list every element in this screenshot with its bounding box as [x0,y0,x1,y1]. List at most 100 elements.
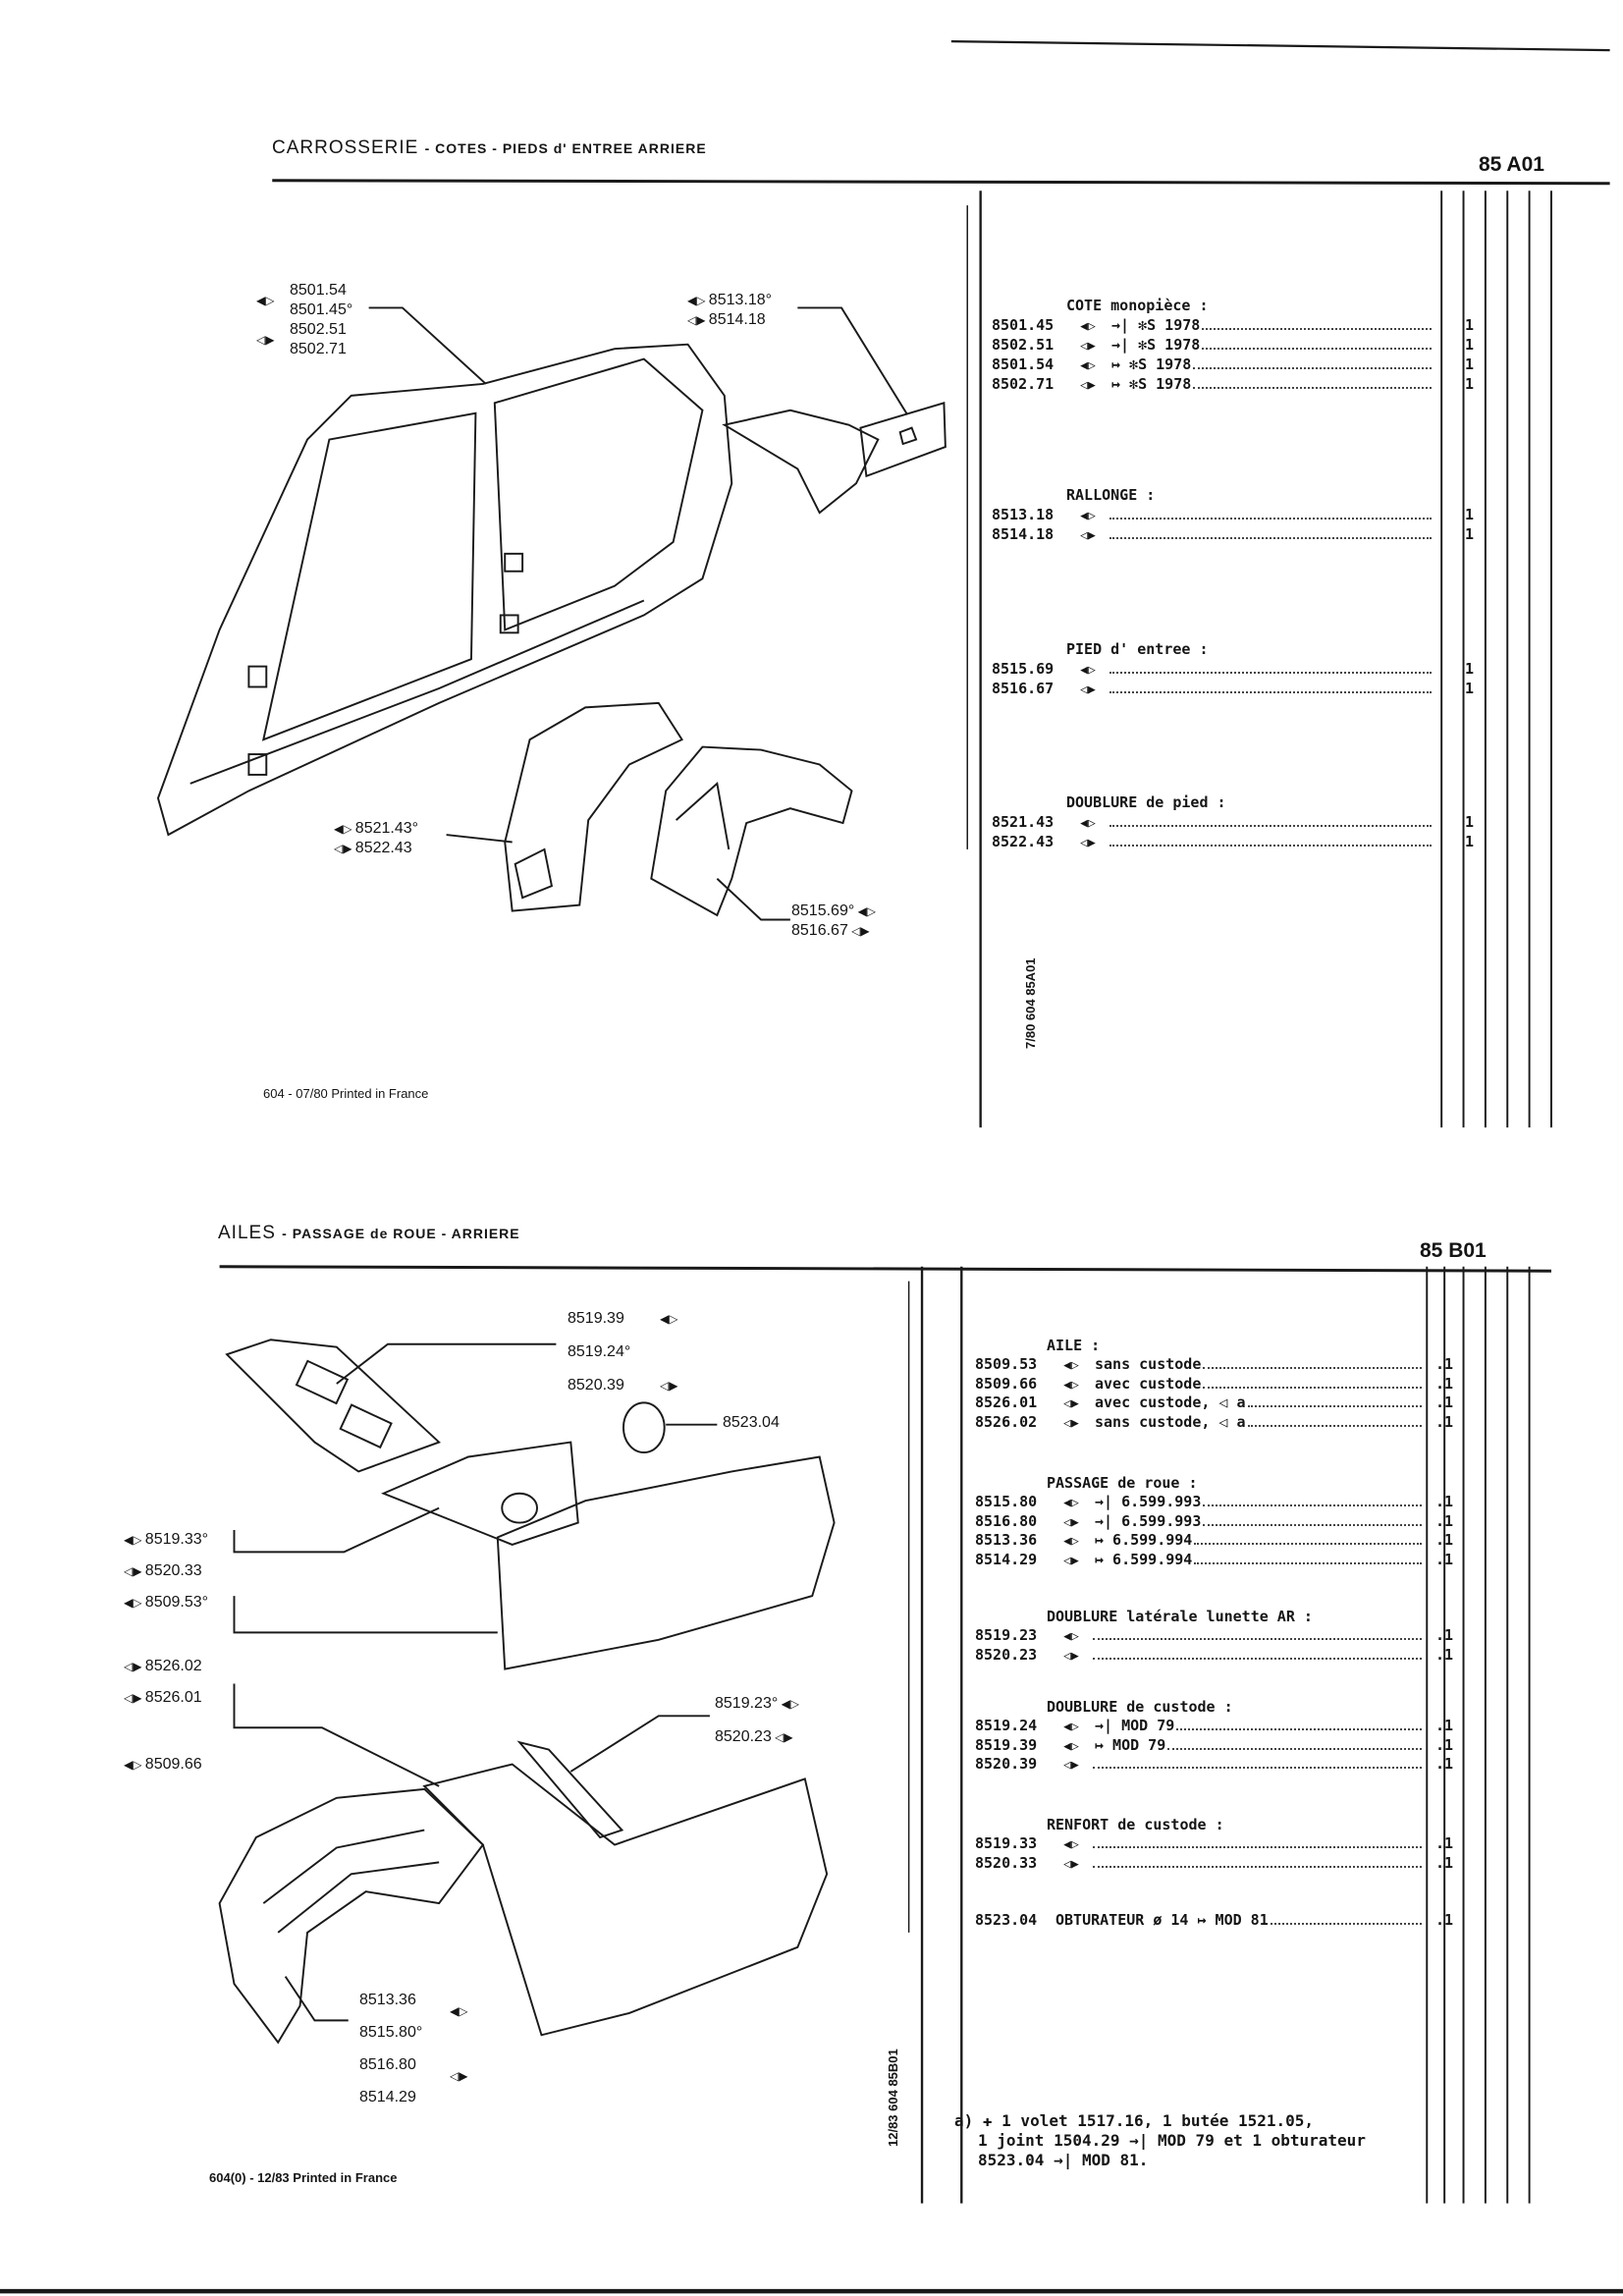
dot-leader [1109,691,1432,693]
section-heading: DOUBLURE latérale lunette AR : [1047,1607,1313,1625]
quantity: .1 [1435,1853,1454,1872]
left-side-icon: ◀▷ [124,1758,145,1772]
label-group-passage: 8513.36 8515.80° 8516.80 8514.29 ◀▷ ◁▶ [359,1984,467,2113]
quantity: 1 [1465,336,1475,354]
part-row: 8519.24◀▷→| MOD 79 [975,1717,1426,1736]
title-sub: - COTES - PIEDS d' ENTREE ARRIERE [424,140,707,156]
diagram-label: 8509.66 [144,1756,202,1773]
right-side-icon: ◁▶ [1080,339,1096,354]
part-row: 8515.69◀▷ [992,660,1435,680]
footnote-line: a) ✚ 1 volet 1517.16, 1 butée 1521.05, [954,2111,1315,2130]
doublure-pied-drawing [504,701,683,912]
quantity: 1 [1465,355,1475,373]
quantity: 1 [1465,506,1475,523]
part-note: ↦ ✻S 1978 [1111,355,1192,373]
diagram-label: 8526.02 [144,1658,202,1674]
footer-print: 604 - 07/80 Printed in France [263,1086,429,1101]
right-side-icon: ◁▶ [1063,1856,1079,1872]
footnote-line: 8523.04 →| MOD 81. [978,2151,1149,2169]
diagram-label: 8520.39 [568,1377,624,1394]
right-side-icon: ◁▶ [1063,1514,1079,1530]
right-side-icon: ◁▶ [1063,1553,1079,1568]
label-group-doublure-lunette: 8519.23° ◀▷ 8520.23 ◁▶ [715,1687,799,1754]
left-side-icon: ◀▷ [450,2004,468,2018]
left-side-icon: ◀▷ [124,1596,145,1610]
label-group-pied-entree: 8515.69° ◀▷ 8516.67 ◁▶ [791,902,876,941]
diagram-label: 8509.53° [144,1594,209,1611]
left-side-icon: ◀▷ [1080,319,1096,334]
part-row: 8509.53◀▷sans custode [975,1355,1426,1375]
right-side-icon: ◁▶ [771,1730,793,1744]
part-row: 8502.71◁▶↦ ✻S 1978 [992,375,1435,395]
part-row: 8514.18◁▶ [992,525,1435,545]
part-note: avec custode, ◁ a [1095,1394,1246,1411]
footer-print: 604(0) - 12/83 Printed in France [209,2170,398,2185]
part-row: 8519.39◀▷↦ MOD 79 [975,1736,1426,1756]
left-side-icon: ◀▷ [687,294,709,307]
right-side-icon: ◁▶ [124,1564,145,1578]
title-sub: - PASSAGE de ROUE - ARRIERE [282,1226,520,1241]
left-side-icon: ◀▷ [1063,1496,1079,1510]
dot-leader [1203,1386,1422,1389]
part-number: 8516.67 [992,680,1055,697]
title-main: CARROSSERIE [272,137,419,158]
part-row: 8522.43 ◁▶ [992,833,1435,852]
part-number: 8519.33 [975,1834,1038,1852]
diagram-label: 8519.24° [568,1343,631,1360]
left-side-icon: ◀▷ [256,294,275,307]
quantity: .1 [1435,1394,1454,1411]
left-side-icon: ◀▷ [778,1697,800,1711]
dot-leader [1203,1367,1422,1369]
part-number: 8502.71 [992,375,1055,393]
dot-leader [1193,387,1432,389]
part-number: 8520.23 [975,1645,1038,1664]
quantity: .1 [1435,1412,1454,1431]
dot-leader [1176,1728,1422,1730]
page-ref: 85 A01 [1479,153,1544,176]
diagram-label: 8502.51 [290,321,347,338]
part-row: 8520.23 ◁▶ [975,1646,1426,1666]
left-side-icon: ◀▷ [1080,816,1096,831]
diagram-label: 8526.01 [144,1689,202,1706]
side-panel-drawing [156,343,733,837]
top-rule [272,179,1610,186]
dot-leader [1247,1405,1422,1407]
part-number: 8515.80 [975,1493,1038,1510]
label-group-doublure-pied: ◀▷ 8521.43° ◁▶ 8522.43 [334,819,418,858]
part-note: →| MOD 79 [1095,1717,1175,1734]
part-number: 8526.02 [975,1412,1038,1431]
part-number: 8501.54 [992,355,1055,373]
part-number: 8501.45 [992,316,1055,334]
quantity: .1 [1435,1735,1454,1754]
part-number: 8526.01 [975,1394,1038,1411]
right-side-icon: ◁▶ [1063,1648,1079,1664]
left-side-icon: ◀▷ [1063,1720,1079,1734]
part-row: 8501.54◀▷↦ ✻S 1978 [992,355,1435,375]
part-row: 8513.36◀▷↦ 6.599.994 [975,1531,1426,1551]
left-side-icon: ◀▷ [1063,1534,1079,1549]
right-side-icon: ◁▶ [660,1379,678,1393]
quantity: .1 [1435,1626,1454,1644]
wing-top-drawing [496,1455,836,1670]
right-side-icon: ◁▶ [1080,836,1096,850]
quantity: .1 [1435,1355,1454,1373]
dot-leader [1194,1561,1422,1564]
bottom-rule [219,1265,1551,1273]
section-heading: DOUBLURE de custode : [1047,1697,1233,1716]
part-number: 8522.43 [992,833,1055,850]
part-note: ↦ 6.599.994 [1095,1531,1193,1549]
part-number: 8509.53 [975,1355,1038,1373]
quantity: .1 [1435,1511,1454,1530]
diagram-label: 8516.80 [359,2056,416,2073]
quantity: 1 [1465,680,1475,697]
part-row: 8509.66◀▷avec custode [975,1375,1426,1394]
pied-entree-drawing [650,745,853,917]
section-heading: RALLONGE : [1066,486,1156,504]
page-ref: 85 B01 [1420,1239,1487,1262]
quantity: .1 [1435,1717,1454,1734]
part-row: 8519.23◀▷ [975,1626,1426,1646]
label-group-cote: 8501.54 8501.45° 8502.51 8502.71 ◀▷ ◁▶ [256,281,352,359]
custode-lining-drawing [225,1339,441,1473]
section-heading: AILE : [1047,1336,1101,1354]
